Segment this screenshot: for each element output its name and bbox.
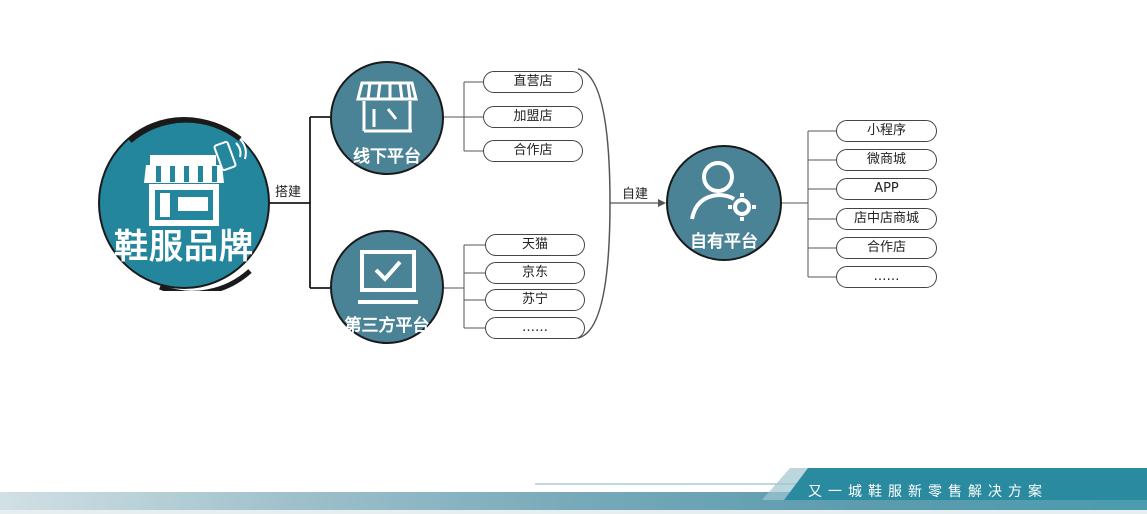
offline-platform-node: 线下平台	[330, 61, 444, 175]
brand-node: 鞋服品牌	[98, 117, 270, 291]
own-item: 合作店	[836, 237, 937, 259]
edge-label-self-build: 自建	[622, 187, 649, 202]
third-party-item: 京东	[485, 262, 585, 284]
footer-banner	[0, 468, 1147, 514]
offline-item: 直营店	[483, 71, 583, 93]
own-item: ……	[836, 266, 937, 288]
offline-item: 合作店	[483, 140, 583, 162]
own-item: 微商城	[836, 149, 937, 171]
third-party-platform-label: 第三方平台	[344, 316, 430, 336]
third-party-item: ……	[485, 317, 585, 339]
user-gear-icon	[690, 161, 756, 221]
offline-platform-label: 线下平台	[353, 147, 421, 167]
own-item: 店中店商城	[836, 208, 937, 230]
footer-slogan: 又一城鞋服新零售解决方案	[808, 484, 1048, 500]
brand-outer-arc	[128, 119, 252, 291]
own-platform-label: 自有平台	[690, 232, 758, 252]
third-party-item: 苏宁	[485, 289, 585, 311]
own-item: 小程序	[836, 120, 937, 142]
own-platform-node: 自有平台	[666, 145, 782, 261]
store-awning-icon	[356, 81, 418, 133]
edge-label-build: 搭建	[275, 185, 302, 200]
storefront-phone-icon	[144, 138, 247, 226]
monitor-check-icon	[358, 250, 418, 304]
third-party-platform-node: 第三方平台	[330, 230, 444, 344]
brand-label: 鞋服品牌	[114, 227, 254, 267]
offline-item: 加盟店	[483, 106, 583, 128]
third-party-item: 天猫	[485, 234, 585, 256]
own-item: APP	[836, 178, 937, 200]
